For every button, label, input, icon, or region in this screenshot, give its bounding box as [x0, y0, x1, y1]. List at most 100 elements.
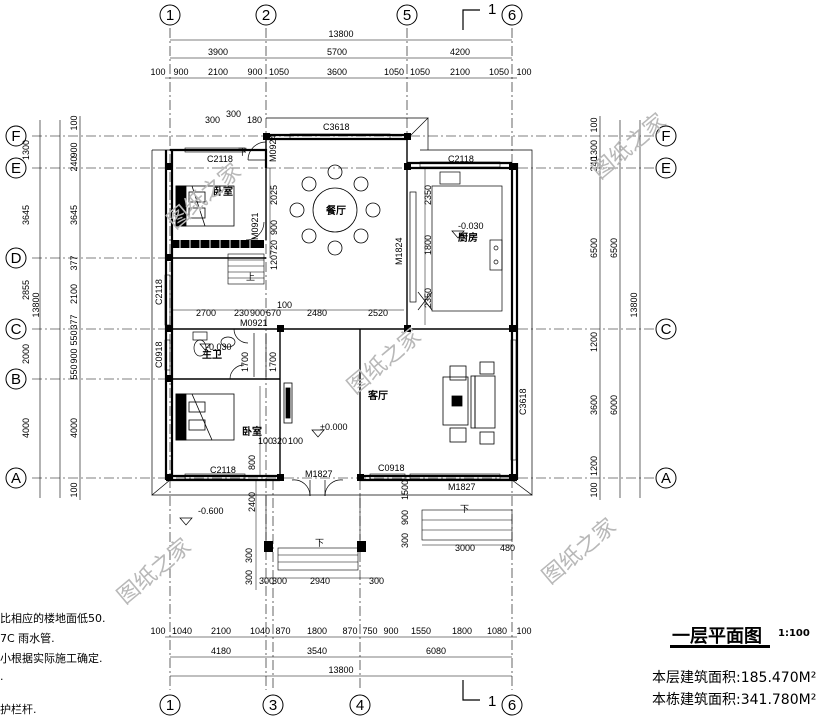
interior-dim: 180 [247, 115, 262, 125]
dim-left-inner-group: 100 900 240 3645 377 2100 377 550 900 55… [69, 115, 79, 497]
drawing-scale: 1:100 [778, 628, 810, 639]
interior-dim: 1500 [400, 480, 410, 500]
dim-left-outer: 1300 [21, 140, 31, 160]
note-line: 护栏杆. [0, 703, 37, 716]
note-line: . [0, 670, 4, 683]
dim-top-mid: 5700 [327, 47, 347, 57]
dimension-lines-top [165, 39, 517, 79]
interior-dim: 2700 [196, 308, 216, 318]
dim-top-mid-group: 3900 5700 4200 [208, 47, 470, 57]
dim-bottom-detail: 100 [516, 626, 531, 636]
stair-label-down-side: 下 [460, 504, 469, 514]
drawing-title: 一层平面图 [672, 626, 762, 647]
section-mark-bottom: 1 [488, 693, 496, 710]
dim-right-inner: 6500 [589, 238, 599, 258]
dim-right-inner: 100 [589, 482, 599, 497]
dimension-lines-left [39, 116, 81, 500]
room-label-kitchen: 厨房 [458, 231, 478, 244]
interior-dim: 120 [269, 255, 279, 270]
room-label-dining: 餐厅 [325, 204, 346, 217]
interior-dim: 1700 [240, 352, 250, 372]
level-kitchen: -0.030 [458, 221, 484, 231]
axis-label-bottom-6: 6 [508, 697, 516, 714]
interior-dim: 900 [400, 510, 410, 525]
total-area-value: 341.780M² [740, 692, 817, 708]
opening-label: C0918 [378, 463, 405, 473]
opening-label: M1827 [448, 482, 476, 492]
opening-label: C0918 [154, 341, 164, 368]
interior-dim: 300 [226, 109, 241, 119]
doors [229, 141, 417, 497]
dim-bottom-detail: 1550 [411, 626, 431, 636]
dim-right-outer-group: 6500 6000 13800 [609, 238, 639, 415]
dim-top-detail: 3600 [327, 67, 347, 77]
total-area: 本栋建筑面积:341.780M² [652, 689, 816, 709]
floor-area: 本层建筑面积:185.470M² [652, 667, 816, 687]
wardrobe-pattern [179, 240, 251, 248]
stair-label-up: 上 [246, 272, 255, 282]
dim-right-inner: 3600 [589, 395, 599, 415]
opening-label: C2118 [154, 279, 164, 305]
floor-area-value: 185.470M² [740, 670, 817, 686]
dim-right-inner: 1300 [589, 140, 599, 160]
stair-label-down: 下 [238, 147, 247, 157]
axis-label-left-D: D [11, 250, 22, 267]
dim-right-outer: 6500 [609, 238, 619, 258]
axis-label-right-E: E [661, 160, 671, 177]
dim-bottom-detail: 100 [150, 626, 165, 636]
opening-labels: C3618 C2118 M0924 C2118 M1824 C2118 M092… [154, 122, 528, 492]
note-line: 7C 雨水管. [0, 632, 55, 645]
interior-dim: 2520 [368, 308, 388, 318]
dimension-lines-right [599, 116, 641, 500]
interior-dim: 2350 [423, 185, 433, 205]
interior-dim: 100 [258, 436, 273, 446]
dim-left-outer: 2000 [21, 344, 31, 364]
opening-label: M1824 [394, 237, 404, 265]
dim-left-inner: 550 [69, 364, 79, 379]
room-label-bedroom-upper: 卧室 [213, 185, 233, 198]
room-label-bedroom-lower: 卧室 [242, 425, 262, 438]
dim-top-mid: 3900 [208, 47, 228, 57]
axis-bubbles-top: 1 2 5 6 [159, 4, 523, 26]
dim-top-detail: 2100 [208, 67, 228, 77]
dim-left-outer: 4000 [21, 418, 31, 438]
interior-dim: 300 [244, 570, 254, 585]
dining-table [289, 164, 381, 256]
interior-dim: 300 [259, 576, 274, 586]
interior-dim: 300 [272, 576, 287, 586]
opening-label: C3618 [323, 122, 350, 132]
interior-dim: 2400 [247, 492, 257, 512]
dim-bottom-detail: 1800 [307, 626, 327, 636]
columns [166, 133, 516, 552]
dim-top-overall: 13800 [328, 29, 353, 39]
dim-bottom-detail: 900 [383, 626, 398, 636]
interior-dim: 900 [269, 220, 279, 235]
interior-dim: 2350 [423, 288, 433, 308]
level-outdoor: -0.600 [198, 506, 224, 516]
dim-left-outer-group: 1300 3645 2855 2000 4000 13800 [21, 140, 41, 438]
dim-left-inner: 900 [69, 348, 79, 363]
axis-bubbles-left: F E D C B A [5, 125, 27, 489]
dim-bottom-detail: 1040 [250, 626, 270, 636]
level-living: ±0.000 [320, 422, 347, 432]
dim-bottom-overall: 13800 [328, 665, 353, 675]
dim-right-inner: 1200 [589, 456, 599, 476]
dimension-lines-bottom [165, 636, 517, 677]
windows [164, 133, 517, 480]
dim-left-inner: 4000 [69, 418, 79, 438]
axis-label-top-2: 2 [262, 7, 270, 24]
interior-dim: 2480 [307, 308, 327, 318]
level-marks: -0.030 -0.030 ±0.000 -0.600 [179, 221, 484, 526]
interior-dim: 300 [400, 533, 410, 548]
opening-label: C3618 [518, 388, 528, 415]
interior-dimensions: 300 300 180 2025 900 720 120 2700 230 90… [196, 109, 515, 586]
dim-left-inner: 2100 [69, 284, 79, 304]
title-underline [670, 645, 770, 648]
axis-label-left-A: A [11, 470, 21, 487]
watermarks: 图纸之家 图纸之家 图纸之家 图纸之家 图纸之家 [112, 108, 670, 609]
dim-left-outer: 3645 [21, 205, 31, 225]
axis-label-right-A: A [661, 470, 671, 487]
sofa-set [442, 361, 496, 445]
axis-label-left-B: B [11, 371, 21, 388]
dim-top-detail: 1050 [384, 67, 404, 77]
